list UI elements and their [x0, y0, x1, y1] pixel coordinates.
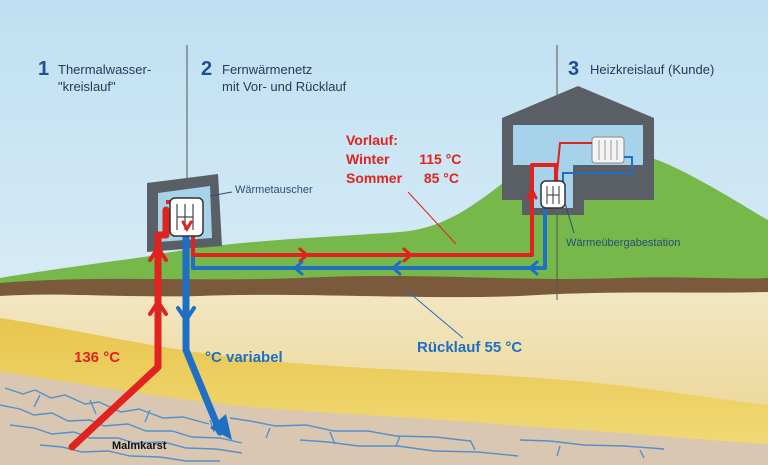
karst-cracks — [0, 387, 665, 462]
thermal-out-arrowhead — [210, 414, 232, 440]
supply-winter-row: Winter 115 °C — [346, 150, 461, 169]
thermal-in-temp: 136 °C — [74, 349, 121, 366]
supply-winter-temp: 115 °C — [419, 151, 462, 167]
section-1-number: 1 — [38, 58, 50, 80]
supply-summer-row: Sommer 85 °C — [346, 169, 461, 188]
flow-arrows — [181, 186, 539, 276]
heat-exchanger-label: Wärmetauscher — [235, 184, 313, 196]
section-3-number: 3 — [568, 58, 580, 80]
section-2-line-1: Fernwärmenetz — [222, 62, 313, 77]
section-2-number: 2 — [201, 58, 213, 80]
thermal-out-temp: °C variabel — [205, 349, 283, 366]
supply-title: Vorlauf: — [346, 132, 398, 148]
thermal-loop — [68, 206, 224, 451]
section-1-line-1: Thermalwasser- — [58, 62, 152, 77]
section-2-line-2: mit Vor- und Rücklauf — [222, 79, 347, 94]
transfer-station-icon — [540, 180, 566, 209]
section-1-title: Thermalwasser- "kreislauf" — [58, 61, 151, 95]
heat-exchanger-icon — [169, 197, 204, 237]
supply-info: Vorlauf: Winter 115 °C Sommer 85 °C — [346, 131, 461, 188]
section-3-title: Heizkreislauf (Kunde) — [590, 62, 715, 77]
karst-layer — [0, 372, 768, 465]
customer-circuit — [555, 142, 633, 190]
section-1-line-2: "kreislauf" — [58, 79, 116, 94]
karst-label: Malmkarst — [112, 440, 167, 452]
soil-band — [0, 276, 768, 298]
transfer-station-label: Wärmeübergabestation — [566, 237, 681, 249]
thermal-flow-arrows — [148, 244, 196, 324]
return-temp-label: Rücklauf 55 °C — [417, 339, 523, 356]
section-2-title: Fernwärmenetz mit Vor- und Rücklauf — [222, 61, 346, 95]
supply-winter-label: Winter — [346, 151, 390, 167]
supply-summer-temp: 85 °C — [423, 170, 459, 186]
radiator-icon — [591, 136, 625, 164]
supply-summer-label: Sommer — [346, 170, 403, 186]
leader-lines — [209, 191, 575, 339]
